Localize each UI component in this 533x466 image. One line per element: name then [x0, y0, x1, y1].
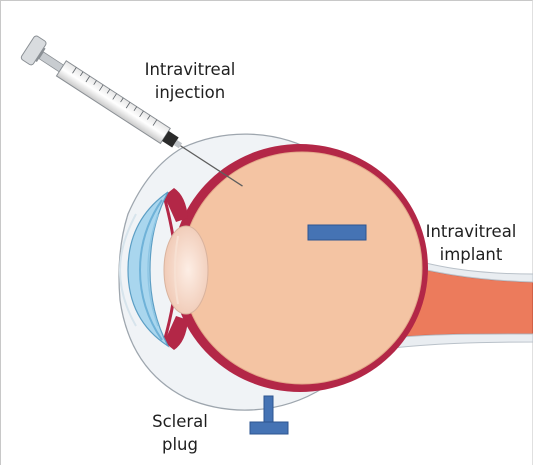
- intravitreal-implant: [308, 225, 366, 240]
- label-intravitreal-implant: Intravitreal implant: [412, 220, 530, 266]
- lens: [164, 226, 208, 314]
- label-line: Scleral: [140, 410, 220, 433]
- label-line: implant: [412, 243, 530, 266]
- label-line: plug: [140, 433, 220, 456]
- label-scleral-plug: Scleral plug: [140, 410, 220, 456]
- label-intravitreal-injection: Intravitreal injection: [130, 58, 250, 104]
- label-line: Intravitreal: [412, 220, 530, 243]
- label-line: Intravitreal: [130, 58, 250, 81]
- vitreous-body: [182, 152, 422, 384]
- label-line: injection: [130, 81, 250, 104]
